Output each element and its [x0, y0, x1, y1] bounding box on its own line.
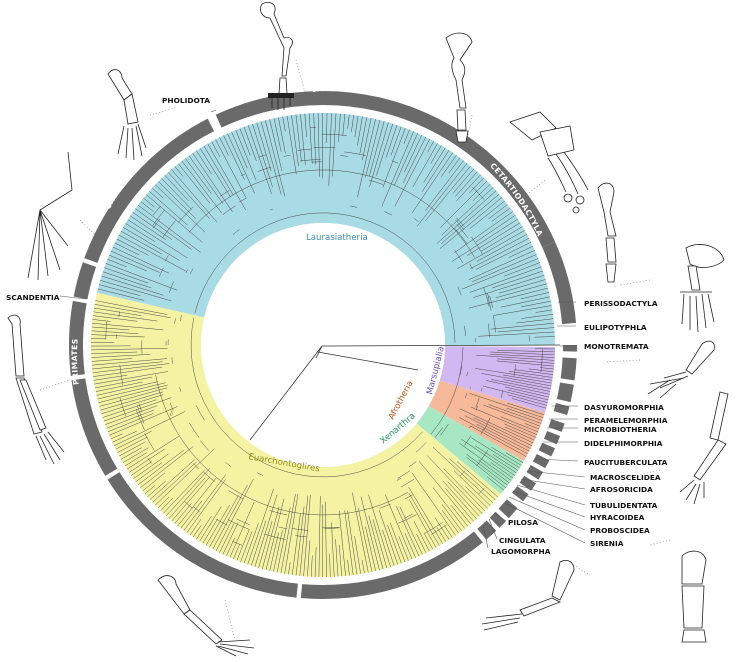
ring-segment — [73, 262, 97, 300]
branch-lines — [90, 112, 556, 578]
order-label-lagomorpha: LAGOMORPHA — [491, 547, 551, 556]
order-label-cingulata: CINGULATA — [499, 536, 546, 545]
order-ring — [69, 91, 577, 599]
limb-connectors — [39, 59, 671, 641]
primate-forelimb-icon — [7, 314, 65, 465]
order-label-microbiotheria: MICROBIOTHERIA — [584, 425, 657, 434]
ring-segment — [538, 442, 556, 457]
ring-segment — [215, 92, 294, 128]
ring-segment — [498, 499, 518, 519]
insectivore-forelimb-icon — [680, 244, 725, 333]
ring-segment — [526, 465, 543, 480]
order-label-sirenia: SIRENIA — [590, 539, 624, 548]
ring-segment — [489, 511, 506, 528]
ring-segment — [556, 382, 574, 403]
ring-segment — [553, 403, 570, 416]
tree-branches — [90, 112, 561, 578]
order-label-dasyuromorphia: DASYUROMORPHIA — [584, 403, 664, 412]
ring-segment — [71, 378, 118, 476]
ring-segment — [548, 419, 565, 432]
marsupial-forelimb-icon — [647, 340, 715, 399]
ring-segment — [542, 241, 577, 325]
ring-segment — [453, 131, 556, 248]
order-label-pilosa: PILOSA — [508, 518, 538, 527]
ring-segment — [292, 91, 462, 144]
carnivore-forelimb-icon — [260, 2, 294, 110]
ring-segment — [69, 300, 87, 376]
sirenian-forelimb-icon — [481, 560, 575, 631]
order-label-perissodactyla: PERISSODACTYLA — [584, 299, 658, 308]
ring-segment — [562, 345, 577, 352]
order-label-peramelemorphia: PERAMELEMORPHIA — [584, 416, 668, 425]
elephant-forelimb-icon — [681, 550, 707, 643]
sector-euarchontoglires — [90, 292, 501, 578]
ring-segment — [107, 472, 298, 598]
ring-segment — [532, 453, 550, 469]
root-branches — [249, 344, 561, 441]
ring-segment — [300, 531, 483, 599]
order-label-paucituberculata: PAUCITUBERCULATA — [584, 458, 668, 467]
order-label-macroscelidea: MACROSCELIDEA — [590, 473, 661, 482]
tree-center — [201, 223, 445, 467]
order-leader-lines — [59, 109, 586, 549]
ring-segment — [543, 431, 561, 445]
order-label-proboscidea: PROBOSCIDEA — [590, 526, 650, 535]
clade-label-laurasiatheria: Laurasiatheria — [306, 233, 368, 243]
order-label-didelphimorphia: DIDELPHIMORPHIA — [584, 439, 663, 448]
order-label-monotremata: MONOTREMATA — [584, 342, 649, 351]
perissodactyl-forelimb-icon — [597, 182, 617, 283]
ring-segment — [560, 357, 577, 381]
order-label-pholidota: PHOLIDOTA — [162, 96, 210, 105]
order-label-tubulidentata: TUBULIDENTATA — [590, 501, 658, 510]
ring-label-carnivora: CARNIVORA — [311, 84, 366, 95]
ring-label-primates: PRIMATES — [70, 338, 81, 385]
ring-segment — [477, 520, 497, 540]
ring-segment — [84, 118, 215, 263]
pangolin-forelimb-icon — [107, 69, 147, 161]
order-label-hyracoidea: HYRACOIDEA — [590, 513, 645, 522]
order-label-eulipotyphla: EULIPOTYPHLA — [584, 323, 647, 332]
order-label-afrosoricida: AFROSORICIDA — [590, 485, 653, 494]
order-label-scandentia: SCANDENTIA — [6, 293, 60, 302]
sector-marsupialia — [439, 346, 555, 413]
ungulate-foot-icon — [509, 111, 589, 214]
ungulate-forelimb-icon — [445, 32, 473, 143]
bat-wing-icon — [27, 151, 73, 281]
sector-xenarthra — [416, 406, 524, 495]
rodent-forelimb-icon — [157, 575, 255, 657]
afrotherian-forelimb-icon — [679, 391, 729, 505]
